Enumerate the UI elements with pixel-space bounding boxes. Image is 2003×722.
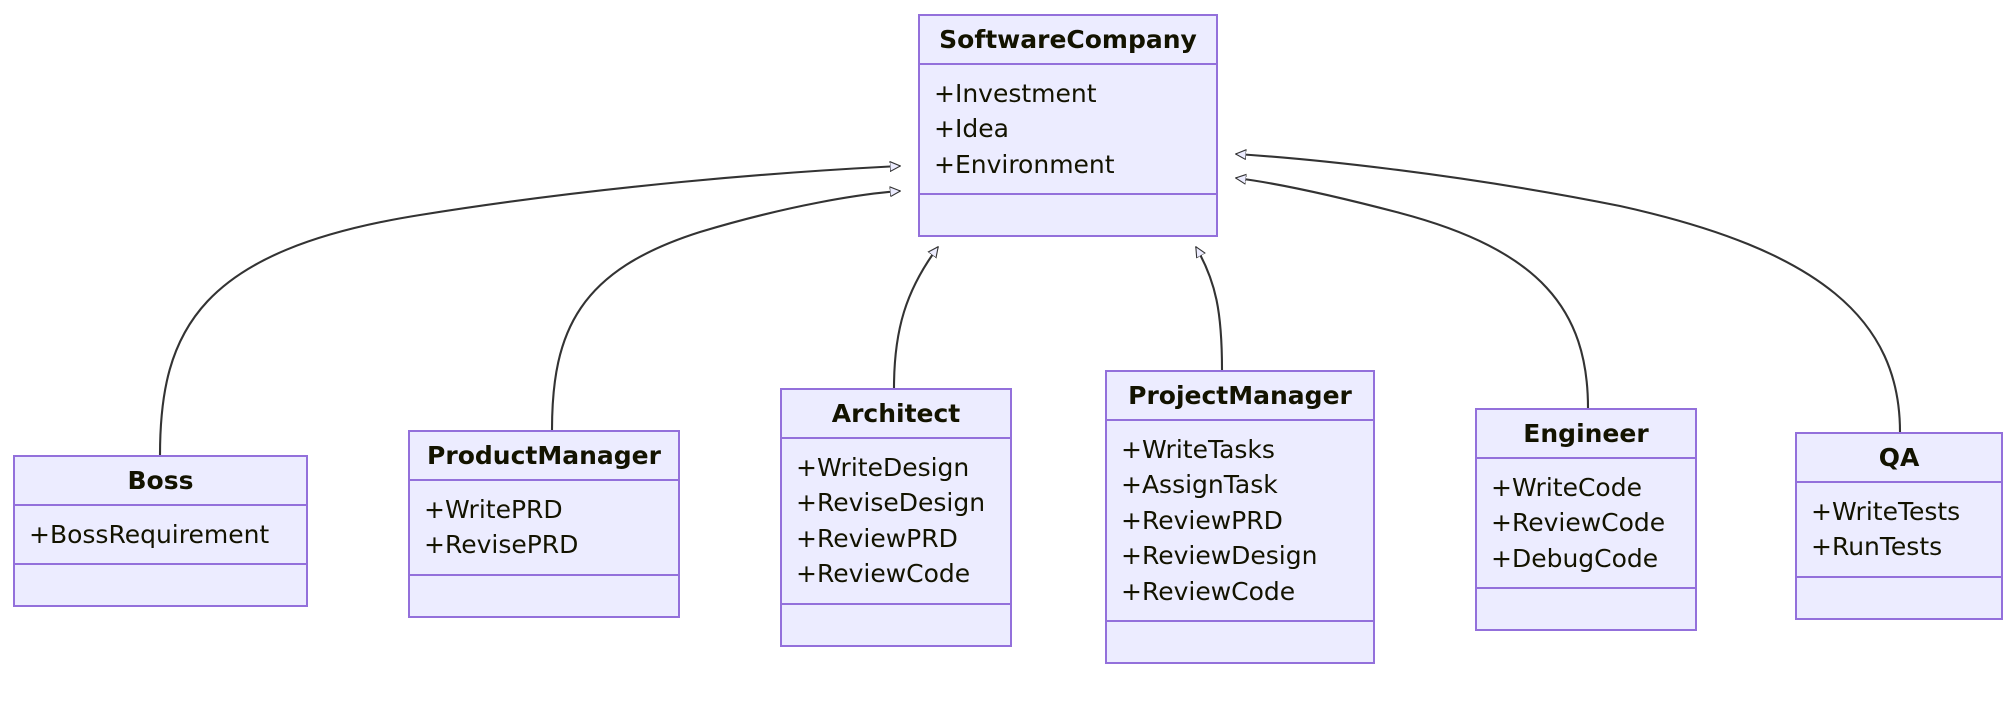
class-separator (15, 503, 306, 506)
class-operations-architect (782, 605, 1010, 645)
class-title-projectmanager: ProjectManager (1128, 381, 1352, 410)
class-members-productmanager: +WritePRD +RevisePRD (410, 481, 678, 574)
class-separator (1107, 418, 1373, 421)
class-member: +ReviewPRD (1121, 505, 1283, 535)
class-member: +AssignTask (1121, 470, 1278, 499)
class-member: +ReviewPRD (796, 523, 958, 553)
edge-architect-softwarecompany (892, 247, 938, 389)
class-node-softwarecompany[interactable]: SoftwareCompany +Investment +Idea +Envir… (918, 14, 1218, 237)
class-separator (410, 573, 678, 576)
class-separator (1107, 620, 1373, 622)
class-member: +DebugCode (1491, 543, 1659, 573)
class-node-projectmanager[interactable]: ProjectManager +WriteTasks +AssignTask +… (1105, 370, 1375, 664)
class-member: +ReviewDesign (1121, 541, 1318, 570)
class-operations-qa (1797, 578, 2001, 618)
class-member: +WriteTests (1811, 496, 1961, 526)
class-member: +RevisePRD (424, 530, 579, 559)
class-title-engineer: Engineer (1523, 419, 1649, 448)
class-node-engineer[interactable]: Engineer +WriteCode +ReviewCode +DebugCo… (1475, 408, 1697, 631)
class-member: +Environment (934, 149, 1115, 179)
class-operations-projectmanager (1107, 622, 1373, 662)
class-separator (782, 602, 1010, 605)
class-title-architect: Architect (831, 399, 961, 428)
class-member: +WritePRD (424, 494, 563, 524)
class-members-architect: +WriteDesign +ReviseDesign +ReviewPRD +R… (782, 439, 1010, 603)
class-node-productmanager[interactable]: ProductManager +WritePRD +RevisePRD (408, 430, 680, 618)
class-separator (1477, 456, 1695, 459)
class-member: +Idea (934, 114, 1009, 143)
class-separator (15, 563, 306, 565)
edge-projectmanager-softwarecompany (1195, 247, 1224, 371)
class-node-boss[interactable]: Boss +BossRequirement (13, 455, 308, 607)
class-node-architect[interactable]: Architect +WriteDesign +ReviseDesign +Re… (780, 388, 1012, 647)
class-members-softwarecompany: +Investment +Idea +Environment (920, 65, 1216, 194)
class-separator (920, 193, 1216, 195)
class-member: +Investment (934, 78, 1097, 108)
class-separator (782, 436, 1010, 439)
class-operations-boss (15, 565, 306, 605)
class-operations-productmanager (410, 576, 678, 616)
class-title-qa: QA (1878, 443, 1920, 472)
class-members-boss: +BossRequirement (15, 506, 306, 564)
class-member: +RunTests (1811, 532, 1943, 561)
class-separator (920, 62, 1216, 65)
class-separator (1797, 480, 2001, 483)
class-member: +ReviewCode (1121, 576, 1296, 606)
class-operations-softwarecompany (920, 195, 1216, 235)
class-separator (410, 478, 678, 481)
class-member: +BossRequirement (29, 519, 270, 549)
class-title-productmanager: ProductManager (427, 441, 661, 470)
class-separator (1797, 575, 2001, 578)
class-members-qa: +WriteTests +RunTests (1797, 483, 2001, 576)
class-members-projectmanager: +WriteTasks +AssignTask +ReviewPRD +Revi… (1107, 421, 1373, 621)
class-members-engineer: +WriteCode +ReviewCode +DebugCode (1477, 459, 1695, 588)
class-node-qa[interactable]: QA +WriteTests +RunTests (1795, 432, 2003, 620)
class-operations-engineer (1477, 589, 1695, 629)
class-member: +ReviseDesign (796, 488, 986, 517)
class-separator (1477, 587, 1695, 589)
class-title-boss: Boss (127, 466, 194, 495)
class-member: +ReviewCode (1491, 508, 1666, 537)
class-member: +ReviewCode (796, 559, 971, 588)
class-member: +WriteDesign (796, 452, 970, 482)
class-title-softwarecompany: SoftwareCompany (939, 25, 1197, 54)
class-member: +WriteTasks (1121, 434, 1275, 464)
class-member: +WriteCode (1491, 472, 1642, 502)
